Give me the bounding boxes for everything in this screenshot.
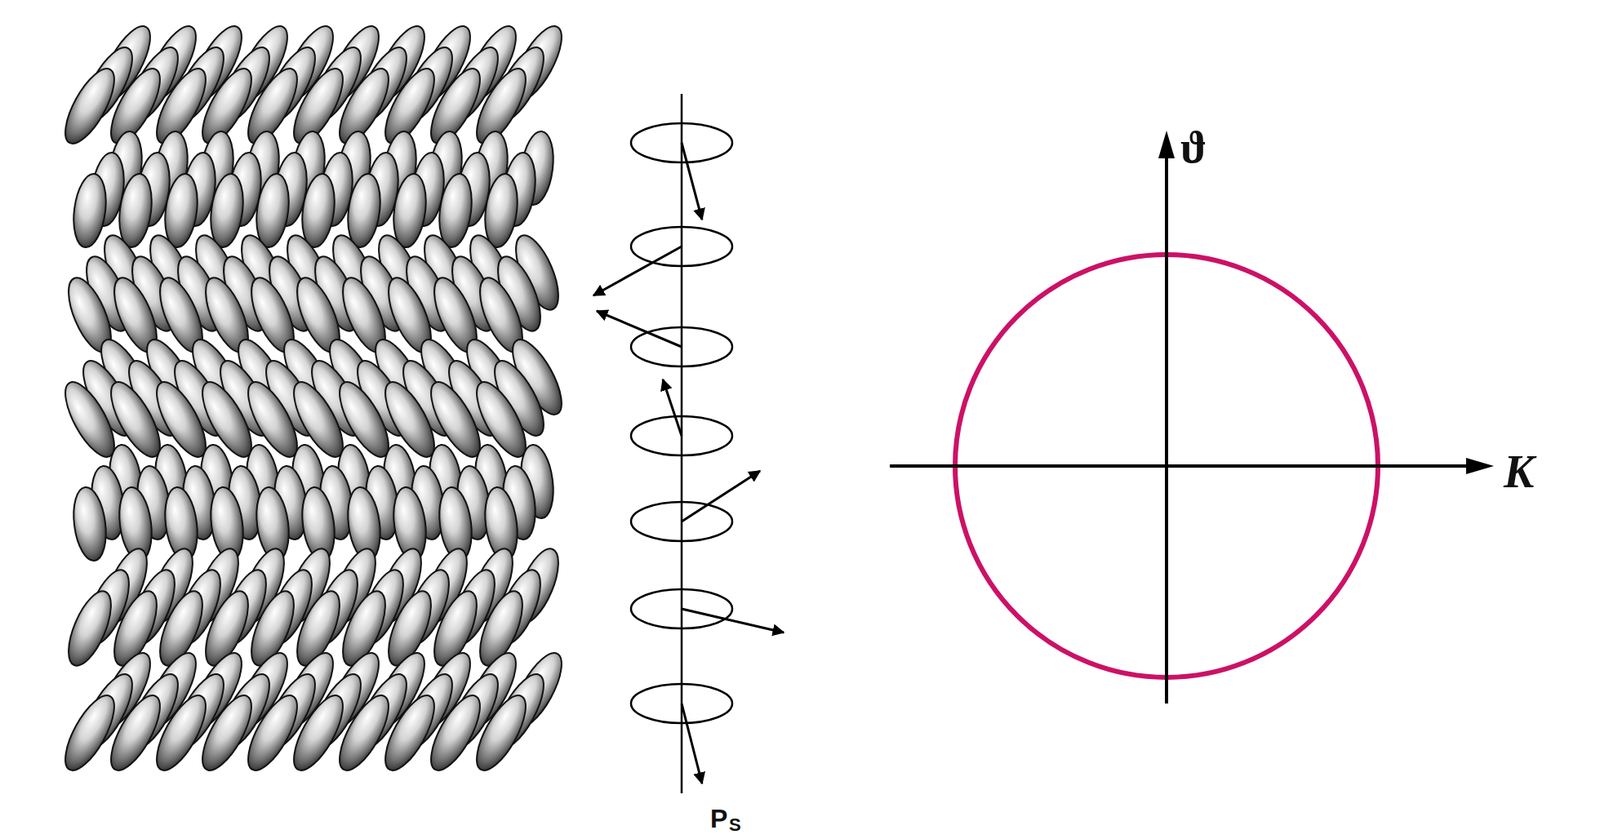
molecule: [206, 172, 247, 250]
molecule: [480, 172, 521, 250]
polarization-arrow: [596, 311, 682, 347]
polarization-helix: [593, 93, 784, 794]
axis-label: ϑ: [1180, 122, 1207, 174]
theta-axis-head: [1158, 130, 1175, 159]
molecule: [59, 586, 120, 672]
molecule: [343, 172, 384, 250]
molecule: [389, 172, 430, 250]
k-axis-head: [1466, 457, 1494, 475]
molecule: [69, 485, 110, 564]
molecule: [435, 172, 476, 250]
polarization-arrow: [681, 608, 784, 633]
theta-axis: [1164, 140, 1169, 704]
polarization-arrow: [593, 246, 682, 296]
polarization-arrow: [681, 703, 703, 784]
molecule: [297, 172, 338, 250]
molecule: [69, 172, 110, 250]
helix-axis: [680, 93, 684, 794]
polarization-symbol: P: [710, 804, 728, 835]
smectic-layers: [56, 19, 572, 778]
k-axis: [889, 464, 1485, 468]
plot: [889, 130, 1494, 704]
polarization-arrow: [681, 471, 760, 522]
molecule: [252, 172, 293, 250]
polarization-arrow: [662, 379, 682, 436]
molecule: [467, 688, 536, 778]
axis-label: K: [1503, 445, 1534, 498]
molecule: [160, 172, 201, 250]
polarization-arrow: [681, 142, 703, 220]
molecule: [115, 172, 156, 250]
polarization-subscript: S: [728, 814, 742, 836]
